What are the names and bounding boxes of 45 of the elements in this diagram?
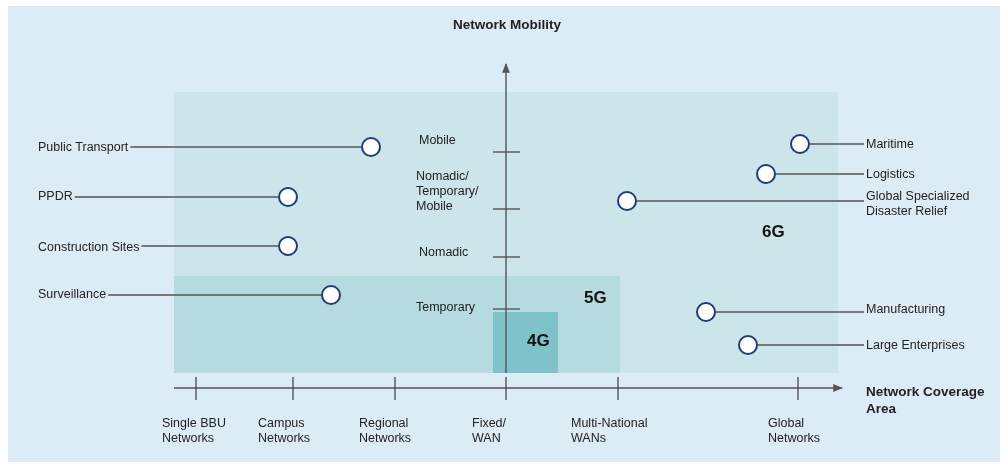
use-case-label: Maritime [866, 137, 914, 152]
tick-label: Nomadic/ Temporary/ Mobile [416, 169, 480, 214]
marker-circle [278, 236, 298, 256]
tick-label: Fixed/ WAN [472, 416, 508, 446]
use-case-label: Construction Sites [38, 240, 140, 255]
tick-label: Global Networks [768, 416, 822, 446]
use-case-label: Large Enterprises [866, 338, 965, 353]
use-case-label: Manufacturing [866, 302, 946, 317]
tick-label: Single BBU Networks [162, 416, 227, 446]
tick-label: Regional Networks [359, 416, 413, 446]
use-case-label: PPDR [38, 189, 73, 204]
marker-circle [278, 187, 298, 207]
marker-circle [738, 335, 758, 355]
leader-line [636, 200, 865, 202]
use-case-label: Global Specialized Disaster Relief [866, 189, 991, 219]
marker-circle [361, 137, 381, 157]
axis-title: Network Coverage Area [866, 383, 986, 417]
use-case-label: Public Transport [38, 140, 129, 155]
axis-title: Network Mobility [452, 16, 562, 33]
marker-circle [321, 285, 341, 305]
tick-label: Nomadic [419, 245, 470, 260]
leader-line [129, 146, 362, 148]
region-label: 4G [527, 331, 550, 351]
tick-label: Campus Networks [258, 416, 312, 446]
leader-line [775, 173, 865, 175]
leader-line [757, 344, 865, 346]
coverage-region [493, 312, 558, 373]
marker-circle [756, 164, 776, 184]
leader-line [107, 294, 322, 296]
leader-line [715, 311, 865, 313]
marker-circle [696, 302, 716, 322]
leader-line [140, 245, 279, 247]
region-label: 6G [762, 222, 785, 242]
tick-label: Temporary [416, 300, 477, 315]
use-case-label: Surveillance [38, 287, 107, 302]
coverage-region [174, 276, 620, 373]
tick-label: Multi-National WANs [571, 416, 649, 446]
use-case-label: Logistics [866, 167, 915, 182]
marker-circle [790, 134, 810, 154]
tick-label: Mobile [419, 133, 457, 148]
leader-line [809, 143, 865, 145]
region-label: 5G [584, 288, 607, 308]
leader-line [74, 196, 279, 198]
marker-circle [617, 191, 637, 211]
coverage-region [174, 92, 838, 373]
